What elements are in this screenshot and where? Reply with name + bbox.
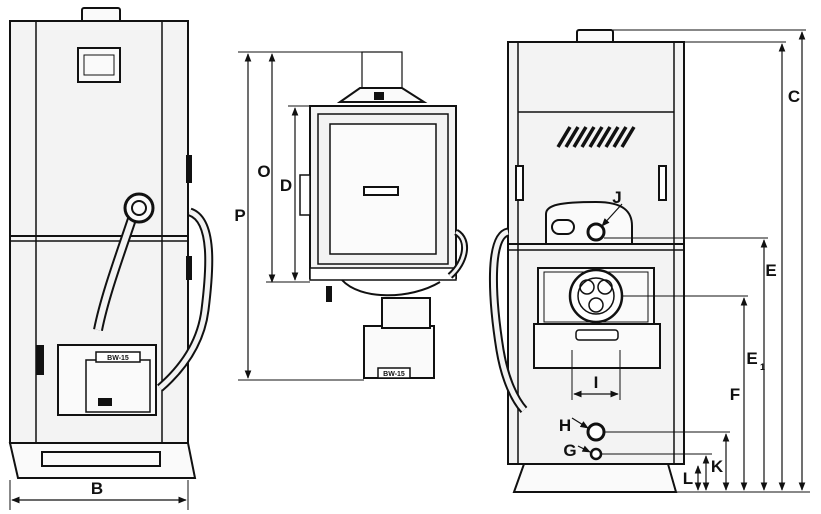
dimension-o-label: O xyxy=(257,162,270,181)
side-view-feed-inlet xyxy=(123,192,155,224)
dimension-d: D xyxy=(280,105,310,281)
dimension-e-label: E xyxy=(765,261,776,280)
flue-pipe xyxy=(361,51,403,91)
dimension-b: B xyxy=(9,479,189,510)
side-view-top-handle xyxy=(81,7,121,23)
dimension-p-label: P xyxy=(234,206,245,225)
dimension-extension-lines xyxy=(600,29,810,493)
dimension-e1-label: E xyxy=(746,349,757,368)
dimension-e1: E 1 xyxy=(740,297,765,491)
middle-view-burner-plate: BW-15 xyxy=(383,371,405,378)
side-view-base-plate xyxy=(8,442,197,479)
dimension-l: L xyxy=(683,465,702,491)
dimension-e: E xyxy=(760,239,777,491)
dimension-p: P xyxy=(234,51,364,381)
dimension-e1-subscript: 1 xyxy=(760,362,765,372)
label-h: H xyxy=(559,416,571,435)
side-view-display-window xyxy=(77,47,121,83)
label-g: G xyxy=(563,441,576,460)
dimension-k-label: K xyxy=(711,457,724,476)
side-view: BW-15 xyxy=(8,7,214,479)
dimension-o: O xyxy=(257,53,310,283)
front-view xyxy=(489,29,685,493)
dimension-c: C xyxy=(788,31,806,491)
vent-slots xyxy=(556,126,636,148)
dimension-c-label: C xyxy=(788,87,800,106)
front-view-casing xyxy=(507,41,685,465)
side-view-burner-plate: BW-15 xyxy=(107,355,129,362)
connection-labels: J H G xyxy=(559,188,623,460)
label-j: J xyxy=(612,188,621,207)
dimension-k: K xyxy=(702,455,724,491)
dimension-d-label: D xyxy=(280,176,292,195)
dimension-l-label: L xyxy=(683,469,693,488)
dimension-f: F xyxy=(722,385,740,491)
connection-j xyxy=(586,222,606,242)
dimension-i: I xyxy=(571,350,621,400)
connection-h xyxy=(586,422,606,442)
dimension-i-label: I xyxy=(594,373,599,392)
dimension-f-label: F xyxy=(730,385,740,404)
dimension-b-label: B xyxy=(91,479,103,498)
connection-g xyxy=(589,447,603,461)
middle-view: BW-15 xyxy=(299,51,468,379)
front-view-base-plate xyxy=(512,463,678,493)
